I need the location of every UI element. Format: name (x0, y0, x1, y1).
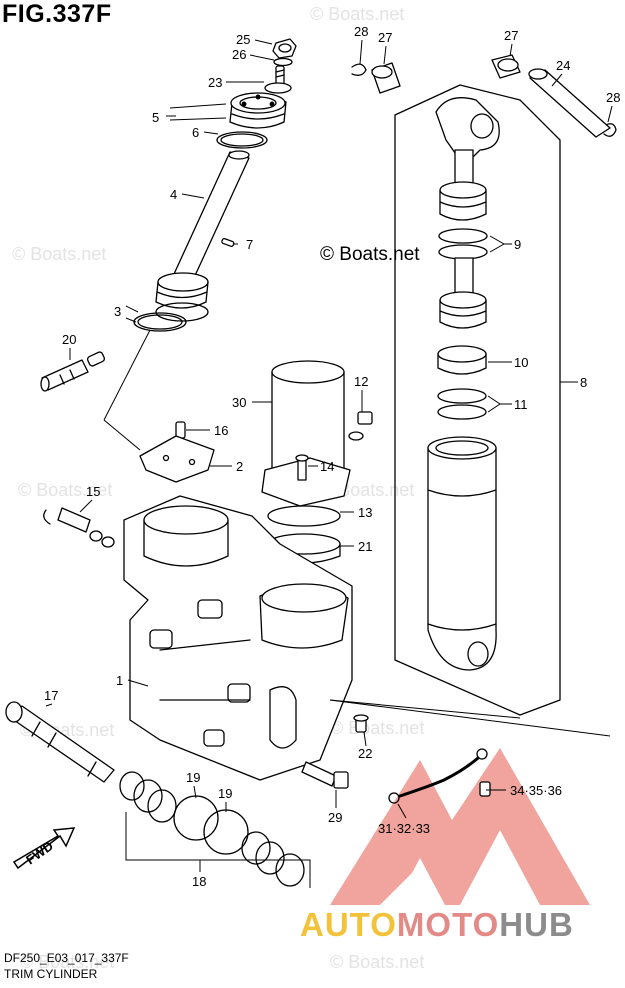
part-25-nut (272, 38, 297, 59)
part-31-32-33-hose (388, 748, 488, 804)
part-26-washer (273, 57, 293, 67)
part-30-reservoir (261, 360, 351, 507)
part-5-cylinder-cap (229, 92, 287, 129)
brand-logo-part: MOTO (396, 906, 500, 943)
callout: 1 (116, 673, 123, 688)
figure-code: DF250_E03_017_337F (4, 951, 129, 965)
callout: 31·32·33 (378, 821, 430, 836)
callout: 6 (192, 125, 199, 140)
brand-logo-part: HUB (499, 906, 574, 943)
part-12-plug (348, 411, 373, 441)
callout: 4 (170, 187, 177, 202)
brand-logo-part: AUTO (300, 906, 397, 943)
figure-name: TRIM CYLINDER (4, 967, 98, 981)
callout: 16 (214, 423, 228, 438)
callout: 27 (378, 30, 392, 45)
callout: 21 (358, 539, 372, 554)
callout: 7 (246, 237, 253, 252)
part-22-bolt (353, 714, 369, 733)
part-1-cylinder-bracket (123, 495, 353, 781)
leader-lines (45, 39, 613, 888)
callout: 19 (186, 770, 200, 785)
callout: 15 (86, 484, 100, 499)
part-29-bolt (301, 761, 349, 789)
part-27-bushing (371, 62, 401, 94)
part-28-clip (351, 63, 367, 76)
callout: 29 (328, 810, 342, 825)
callout: 30 (232, 395, 246, 410)
callout: 5 (152, 110, 159, 125)
part-18-bushings (119, 771, 305, 887)
callout: 34·35·36 (510, 783, 562, 798)
cylinder-piston-lower (439, 291, 487, 329)
callout: 14 (320, 459, 334, 474)
part-7-pin (221, 237, 235, 247)
callout: 28 (606, 90, 620, 105)
part-2-plate (139, 435, 215, 483)
part-9-o-rings (438, 228, 488, 260)
part-3-piston (133, 272, 209, 332)
fwd-arrow-icon: FWD (12, 827, 76, 870)
watermark: © Boats.net (12, 244, 107, 264)
part-4-piston-rod (173, 150, 250, 281)
part-11-o-rings (437, 388, 487, 420)
part-15-relief-valve (43, 507, 115, 548)
part-23-stem (264, 65, 292, 94)
part-27-bushing (491, 54, 521, 79)
callout: 23 (208, 75, 222, 90)
part-13-o-ring (267, 505, 341, 527)
brand-emblem-icon (330, 748, 590, 905)
cylinder-piston-upper (439, 181, 487, 221)
part-14-bolt (295, 454, 309, 481)
callout: 2 (236, 459, 243, 474)
part-16-screw (175, 421, 186, 439)
watermark: © Boats.net (330, 952, 425, 972)
cylinder-top-eye (435, 97, 500, 161)
callout: 17 (44, 688, 58, 703)
cylinder-tube (427, 436, 497, 671)
part-24-shaft (528, 68, 611, 138)
callout: 18 (192, 874, 206, 889)
callout: 22 (358, 746, 372, 761)
part-20-valve (40, 351, 106, 392)
callout: 26 (232, 47, 246, 62)
callout: 11 (514, 397, 528, 412)
callout-labels: 25 26 23 5 6 4 7 3 20 28 27 27 24 28 9 1… (44, 24, 620, 889)
callout: 28 (354, 24, 368, 39)
callout: 9 (514, 237, 521, 252)
callout: 25 (236, 32, 250, 47)
watermark: © Boats.net (20, 952, 115, 972)
callout: 24 (556, 58, 570, 73)
watermark: © Boats.net (330, 718, 425, 738)
figure-title: FIG.337F (2, 0, 112, 28)
part-8-outline (394, 84, 561, 716)
watermark: © Boats.net (18, 480, 113, 500)
callout: 20 (62, 332, 76, 347)
callout: 8 (580, 375, 587, 390)
watermark: © Boats.net (310, 4, 405, 24)
callout: 10 (514, 355, 528, 370)
callout: 13 (358, 505, 372, 520)
part-10-seal (437, 345, 487, 375)
callout: 12 (354, 374, 368, 389)
part-34-35-36-bolt (479, 781, 491, 797)
callout: 19 (218, 786, 232, 801)
part-17-shaft (5, 701, 115, 783)
callout: 27 (504, 28, 518, 43)
brand-logo: AUTOMOTOHUB (300, 906, 574, 944)
part-6-o-ring (216, 131, 268, 149)
callout: 3 (114, 304, 121, 319)
